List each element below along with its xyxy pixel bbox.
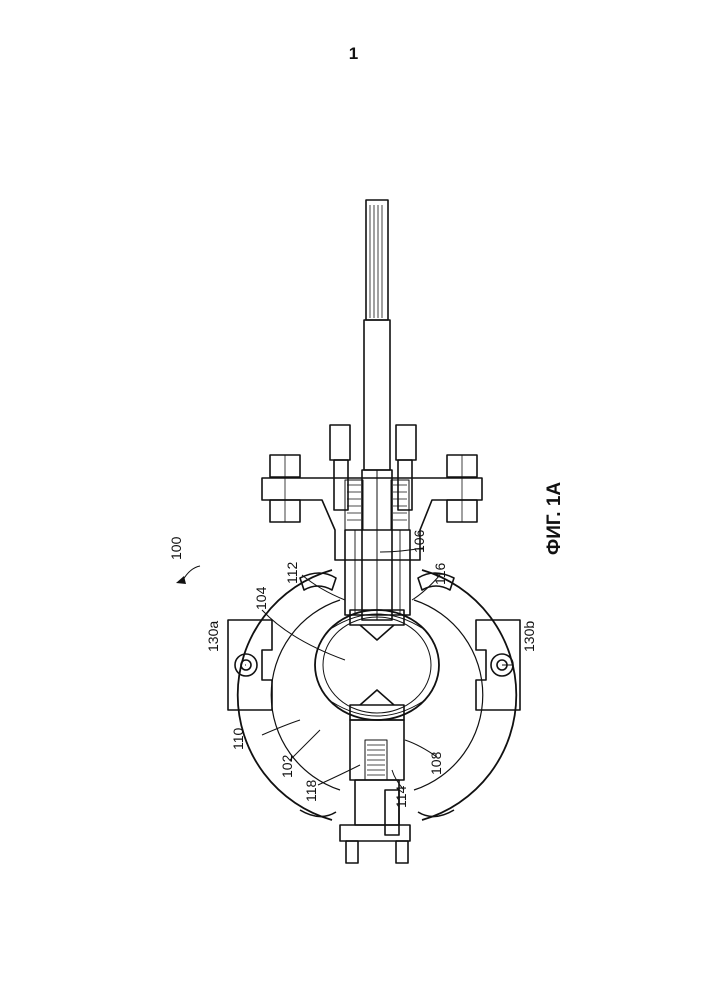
label-108: 108 [428, 751, 444, 775]
leader-lines [183, 548, 512, 790]
label-110: 110 [230, 727, 246, 750]
leader-104 [262, 610, 345, 660]
valve-disc [315, 610, 439, 720]
label-118: 118 [303, 779, 319, 802]
leader-110 [262, 720, 300, 735]
label-130a: 130a [205, 621, 221, 652]
label-102: 102 [279, 754, 295, 778]
label-112: 112 [284, 561, 300, 584]
leader-100 [183, 566, 200, 580]
leader-118 [318, 765, 360, 785]
label-130b: 130b [521, 621, 537, 652]
figure-caption: ФИГ. 1А [544, 482, 565, 555]
label-104: 104 [253, 586, 269, 610]
label-106: 106 [411, 529, 427, 553]
label-100: 100 [168, 536, 184, 560]
label-114: 114 [393, 785, 409, 808]
mounting-lug-left [228, 620, 272, 710]
label-116: 116 [432, 562, 448, 585]
valve-stem [362, 200, 392, 620]
